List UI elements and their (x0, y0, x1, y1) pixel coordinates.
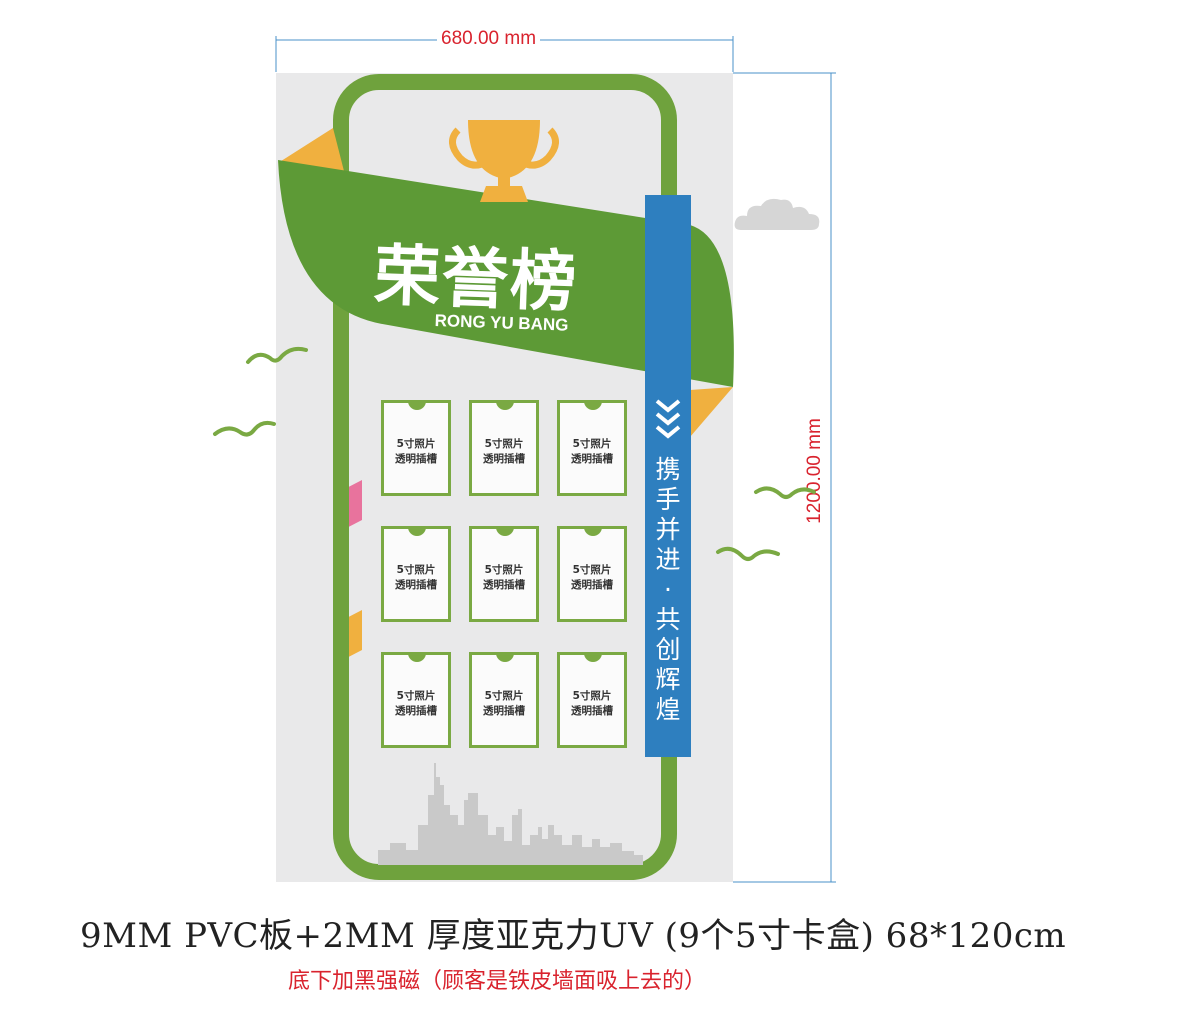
bird-icon (716, 546, 780, 561)
width-dimension-label: 680.00 mm (437, 28, 541, 50)
slot-notch (584, 652, 602, 662)
photo-slot: 5寸照片 透明插槽 (381, 526, 451, 622)
slogan-bar (645, 195, 691, 757)
photo-slot-grid: 5寸照片 透明插槽 5寸照片 透明插槽 5寸照片 透明插槽 5寸照片 透明插槽 … (0, 0, 627, 748)
photo-slot: 5寸照片 透明插槽 (469, 526, 539, 622)
trophy-icon (449, 120, 559, 202)
ribbon-tip-right (690, 387, 733, 437)
chevron-down-icon (655, 399, 681, 439)
photo-slot: 5寸照片 透明插槽 (557, 652, 627, 748)
slogan-char: 创 (655, 635, 681, 664)
slogan-char: 并 (655, 515, 681, 544)
slogan-text: 携 手 并 进 · 共 创 辉 煌 (645, 455, 691, 725)
bird-icon (754, 486, 816, 499)
slot-notch (496, 652, 514, 662)
slot-notch (408, 652, 426, 662)
photo-slot: 5寸照片 透明插槽 (469, 400, 539, 496)
slot-notch (584, 400, 602, 410)
slot-notch (584, 526, 602, 536)
slogan-char: 进 (655, 545, 681, 574)
photo-slot: 5寸照片 透明插槽 (557, 400, 627, 496)
bird-icon (246, 346, 308, 364)
photo-slot-label: 5寸照片 透明插槽 (571, 438, 613, 465)
slot-notch (408, 526, 426, 536)
photo-slot-label: 5寸照片 透明插槽 (571, 690, 613, 717)
photo-slot: 5寸照片 透明插槽 (557, 526, 627, 622)
slogan-char: 煌 (655, 695, 681, 724)
title-banner (278, 160, 734, 387)
photo-slot-label: 5寸照片 透明插槽 (483, 564, 525, 591)
slot-notch (408, 400, 426, 410)
photo-slot-label: 5寸照片 透明插槽 (395, 564, 437, 591)
spec-text: 9MM PVC板+2MM 厚度亚克力UV (9个5寸卡盒) 68*120cm (80, 916, 1067, 956)
photo-slot: 5寸照片 透明插槽 (469, 652, 539, 748)
slogan-char: 手 (655, 485, 681, 514)
photo-slot-label: 5寸照片 透明插槽 (395, 690, 437, 717)
slot-notch (496, 400, 514, 410)
note-text: 底下加黑强磁（顾客是铁皮墙面吸上去的） (288, 969, 707, 994)
photo-slot-label: 5寸照片 透明插槽 (483, 690, 525, 717)
photo-slot-label: 5寸照片 透明插槽 (395, 438, 437, 465)
photo-slot-label: 5寸照片 透明插槽 (571, 564, 613, 591)
slogan-char: · (664, 575, 672, 604)
photo-slot: 5寸照片 透明插槽 (381, 400, 451, 496)
photo-slot-label: 5寸照片 透明插槽 (483, 438, 525, 465)
cloud-icon (734, 198, 820, 230)
bird-icon (213, 420, 276, 437)
slot-notch (496, 526, 514, 536)
slogan-char: 共 (655, 605, 681, 634)
slogan-char: 携 (655, 455, 681, 484)
skyline-graphic (378, 763, 643, 865)
slogan-char: 辉 (655, 665, 681, 694)
photo-slot: 5寸照片 透明插槽 (381, 652, 451, 748)
